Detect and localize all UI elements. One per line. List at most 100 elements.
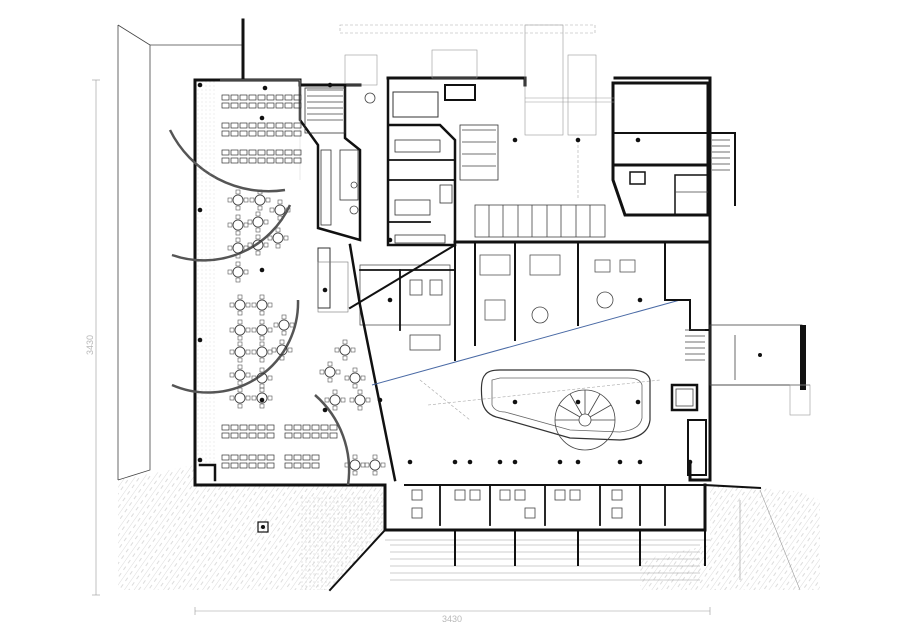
round-tables — [227, 189, 386, 476]
table-seat — [284, 130, 293, 137]
table-seat — [302, 424, 311, 431]
column — [387, 297, 393, 303]
round-table — [234, 299, 246, 311]
dimension-horizontal-label: 3430 — [442, 614, 462, 624]
table-seat — [230, 432, 239, 439]
table-seat — [230, 424, 239, 431]
table-seat — [284, 94, 293, 101]
chair — [237, 310, 243, 316]
dimension-vertical-label: 3430 — [85, 335, 95, 355]
toilet-block — [404, 484, 706, 526]
chair — [360, 462, 366, 468]
chair — [227, 245, 233, 251]
column — [512, 137, 518, 143]
chair — [229, 327, 235, 333]
column — [512, 399, 518, 405]
chair — [259, 319, 265, 325]
column — [262, 85, 268, 91]
neighbour-outline — [117, 24, 243, 481]
chair — [237, 319, 243, 325]
chair — [257, 189, 263, 195]
chair — [324, 397, 330, 403]
column — [575, 459, 581, 465]
chair — [334, 347, 340, 353]
table-seat — [266, 454, 275, 461]
chair — [267, 349, 273, 355]
chair — [245, 302, 251, 308]
table-seat — [239, 130, 248, 137]
table-seat — [248, 130, 257, 137]
chair — [360, 375, 366, 381]
round-table — [234, 324, 246, 336]
table-seat — [248, 157, 257, 164]
top-right-block — [611, 81, 736, 217]
spiral-stair — [554, 389, 616, 451]
stairs-right — [712, 139, 730, 171]
chair — [357, 389, 363, 395]
table-seat — [275, 157, 284, 164]
table-seat — [275, 94, 284, 101]
round-table — [256, 299, 268, 311]
table-seat — [257, 122, 266, 129]
chair — [237, 380, 243, 386]
table-seat — [284, 432, 293, 439]
round-table — [272, 232, 284, 244]
table-seat — [221, 94, 230, 101]
upper-outline — [339, 24, 615, 200]
chair — [380, 462, 386, 468]
table-seat — [284, 149, 293, 156]
chair — [279, 355, 285, 361]
chair — [342, 339, 348, 345]
column — [197, 337, 203, 343]
table-seat — [293, 424, 302, 431]
column — [322, 287, 328, 293]
table-seat — [230, 122, 239, 129]
chair — [273, 322, 279, 328]
round-table — [324, 366, 336, 378]
table-seat — [230, 454, 239, 461]
chair — [227, 197, 233, 203]
chair — [267, 375, 273, 381]
dimension-horizontal: 3430 — [194, 607, 711, 624]
chair — [235, 189, 241, 195]
table-seat — [239, 424, 248, 431]
column — [635, 399, 641, 405]
chair — [327, 361, 333, 367]
round-table — [234, 392, 246, 404]
chair — [247, 242, 253, 248]
column — [407, 459, 413, 465]
table-seat — [248, 94, 257, 101]
table-seat — [275, 149, 284, 156]
table-seat — [239, 157, 248, 164]
table-seat — [311, 462, 320, 469]
chair — [235, 261, 241, 267]
chair — [281, 330, 287, 336]
table-seat — [302, 432, 311, 439]
spiral-stair-void — [480, 369, 651, 451]
column — [327, 82, 333, 88]
table-seat — [257, 130, 266, 137]
chair — [243, 269, 249, 275]
column — [452, 459, 458, 465]
table-seat — [239, 122, 248, 129]
chair — [267, 302, 273, 308]
chair — [267, 235, 273, 241]
round-table — [254, 194, 266, 206]
chair — [237, 364, 243, 370]
chair — [243, 222, 249, 228]
table-seat — [221, 149, 230, 156]
round-table — [252, 216, 264, 228]
chair — [277, 215, 283, 221]
table-seat — [221, 157, 230, 164]
chair — [251, 375, 257, 381]
chair — [237, 335, 243, 341]
chair — [269, 207, 275, 213]
chair — [263, 242, 269, 248]
chair — [229, 372, 235, 378]
chair — [372, 454, 378, 460]
bottom-pergola — [328, 489, 801, 592]
table-seat — [284, 454, 293, 461]
right-stair — [664, 299, 711, 476]
table-seat — [248, 462, 257, 469]
chair — [267, 327, 273, 333]
